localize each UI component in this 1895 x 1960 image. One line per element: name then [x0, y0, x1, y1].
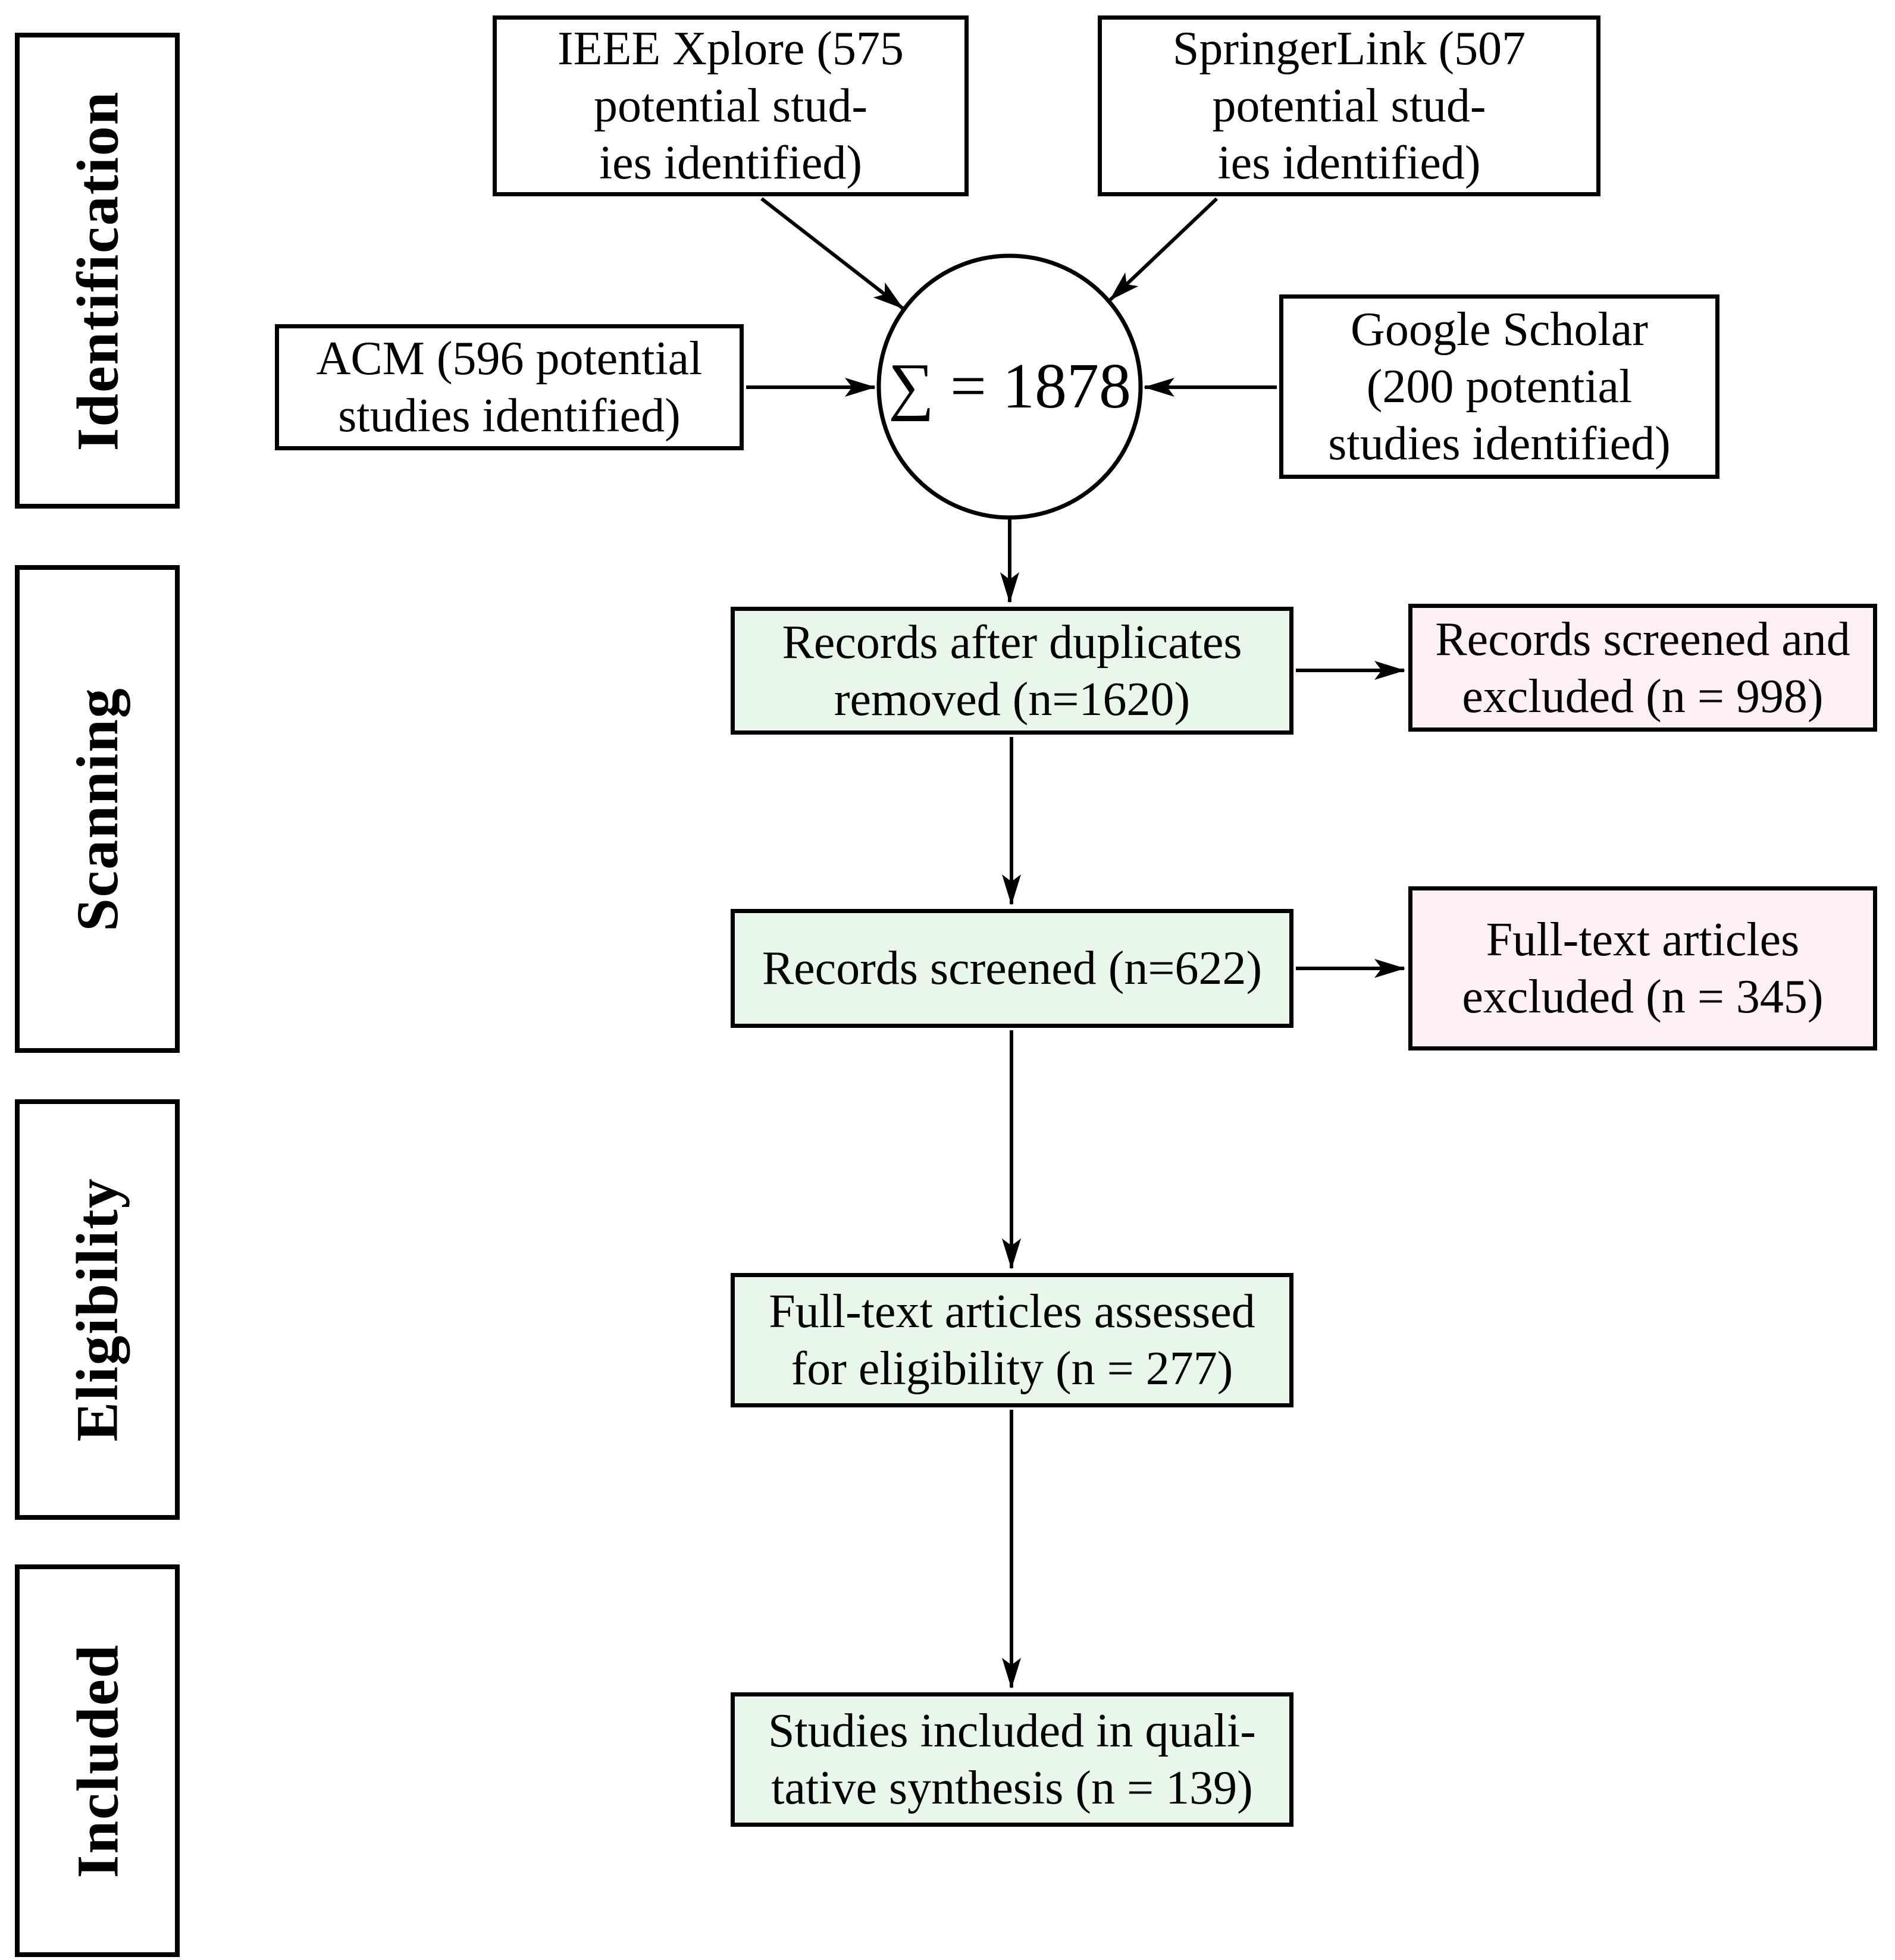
- stage-scanning-label: Scanning: [64, 686, 131, 932]
- google-line-2: (200 potential: [1366, 360, 1633, 413]
- stage-identification: Identification: [15, 33, 180, 509]
- springer-line-1: SpringerLink (507: [1172, 23, 1526, 75]
- fulltext-excluded-line-2: excluded (n = 345): [1462, 971, 1824, 1023]
- source-box-google-scholar: Google Scholar (200 potential studies id…: [1279, 294, 1719, 479]
- flow-box-duplicates-removed: Records after duplicates removed (n=1620…: [731, 607, 1293, 735]
- excluded-box-records-screened: Records screened and excluded (n = 998): [1408, 604, 1877, 732]
- source-box-ieee-xplore: IEEE Xplore (575 potential stud- ies ide…: [493, 15, 969, 196]
- flow-box-fulltext-assessed: Full-text articles assessed for eligibil…: [731, 1273, 1293, 1407]
- springer-line-2: potential stud-: [1212, 80, 1486, 132]
- springer-line-3: ies identified): [1217, 137, 1481, 189]
- stage-scanning: Scanning: [15, 565, 180, 1053]
- ieee-line-1: IEEE Xplore (575: [557, 23, 904, 75]
- google-line-3: studies identified): [1328, 418, 1671, 470]
- ieee-line-3: ies identified): [599, 137, 863, 189]
- included-studies-line-2: tative synthesis (n = 139): [771, 1762, 1253, 1814]
- flow-box-included-studies: Studies included in quali- tative synthe…: [731, 1692, 1293, 1827]
- stage-included-label: Included: [64, 1644, 130, 1878]
- sum-total-label: ∑ = 1878: [888, 351, 1131, 422]
- included-studies-line-1: Studies included in quali-: [768, 1705, 1256, 1757]
- source-box-acm: ACM (596 potential studies identified): [275, 324, 744, 450]
- google-line-1: Google Scholar: [1351, 303, 1648, 356]
- duplicates-removed-line-1: Records after duplicates: [782, 616, 1242, 669]
- fulltext-excluded-line-1: Full-text articles: [1486, 914, 1800, 966]
- flow-box-records-screened: Records screened (n=622): [731, 909, 1293, 1028]
- source-box-springerlink: SpringerLink (507 potential stud- ies id…: [1098, 15, 1600, 196]
- stage-included: Included: [15, 1564, 180, 1957]
- ieee-line-2: potential stud-: [594, 80, 867, 132]
- acm-line-2: studies identified): [338, 390, 681, 442]
- records-excluded-line-2: excluded (n = 998): [1462, 670, 1824, 723]
- fulltext-assessed-line-1: Full-text articles assessed: [769, 1285, 1255, 1338]
- records-screened-line-1: Records screened (n=622): [762, 942, 1263, 995]
- duplicates-removed-line-2: removed (n=1620): [834, 673, 1191, 726]
- acm-line-1: ACM (596 potential: [316, 333, 703, 385]
- stage-eligibility: Eligibility: [15, 1099, 180, 1520]
- stage-identification-label: Identification: [64, 90, 131, 451]
- fulltext-assessed-line-2: for eligibility (n = 277): [791, 1343, 1233, 1395]
- stage-eligibility-label: Eligibility: [64, 1177, 131, 1442]
- excluded-box-fulltext-articles: Full-text articles excluded (n = 345): [1408, 886, 1877, 1050]
- records-excluded-line-1: Records screened and: [1435, 613, 1850, 666]
